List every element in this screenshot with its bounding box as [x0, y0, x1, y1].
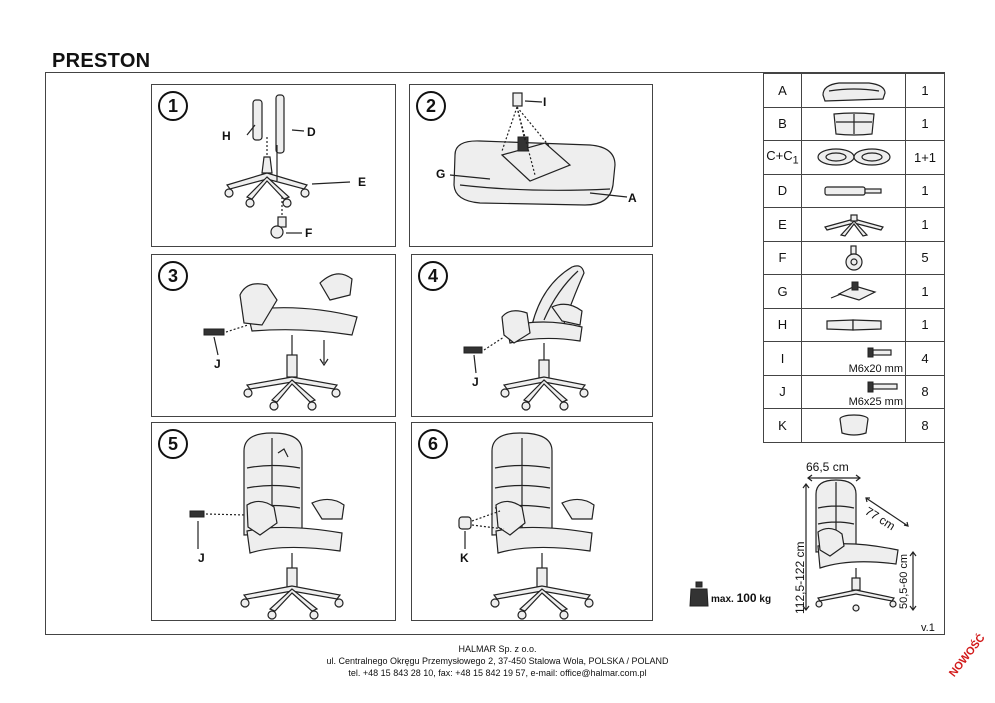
part-qty: 8	[905, 408, 945, 443]
part-qty: 1+1	[905, 140, 945, 175]
step-number: 4	[418, 261, 448, 291]
cap-icon	[801, 408, 906, 443]
step-5-illustration	[189, 432, 345, 620]
part-letter: K	[763, 408, 802, 443]
version-label: v.1	[921, 622, 935, 634]
table-row: H 1	[763, 307, 945, 342]
step-number: 5	[158, 429, 188, 459]
part-letter: H	[763, 307, 802, 342]
table-row: C+C1 1+1	[763, 140, 945, 175]
step-3-illustration	[203, 273, 358, 411]
caster-icon	[801, 240, 906, 275]
max-load-unit: kg	[759, 594, 772, 605]
step-3-panel: 3 J	[151, 254, 396, 417]
footer-address: ul. Centralnego Okręgu Przemysłowego 2, …	[326, 656, 669, 666]
part-letter: E	[763, 207, 802, 242]
cover-tube-icon	[801, 307, 906, 342]
part-qty: 8	[905, 374, 945, 409]
label-j: J	[214, 357, 221, 371]
step-6-panel: 6 K	[411, 422, 653, 621]
parts-table: A 1 B 1 C+C1 1+1 D 1 E 1 F	[763, 73, 945, 443]
part-qty: 1	[905, 73, 945, 108]
bolt-spec: M6x25 mm	[848, 396, 903, 408]
label-g: G	[436, 167, 446, 181]
max-load: max. 100 kg	[711, 591, 771, 605]
weight-icon	[689, 581, 709, 607]
part-qty: 1	[905, 173, 945, 208]
table-row: G 1	[763, 274, 945, 309]
step-number: 3	[158, 261, 188, 291]
part-letter: J	[763, 374, 802, 409]
step-number: 1	[158, 91, 188, 121]
table-row: D 1	[763, 173, 945, 208]
label-h: H	[222, 129, 231, 143]
table-row: E 1	[763, 207, 945, 242]
instruction-sheet	[45, 72, 945, 635]
part-letter: D	[763, 173, 802, 208]
label-k: K	[460, 551, 469, 565]
step-6-illustration	[458, 432, 595, 620]
part-letter: A	[763, 73, 802, 108]
bolt-icon: M6x25 mm	[801, 374, 906, 409]
step-4-illustration	[463, 265, 589, 411]
part-qty: 1	[905, 307, 945, 342]
part-letter: F	[763, 240, 802, 275]
part-qty: 5	[905, 240, 945, 275]
step-1-illustration	[224, 94, 351, 239]
part-qty: 1	[905, 207, 945, 242]
dimension-width: 66,5 cm	[806, 460, 849, 474]
armrests-icon	[801, 140, 906, 175]
step-5-panel: 5 J	[151, 422, 396, 621]
part-letter: I	[763, 341, 802, 376]
label-a: A	[628, 191, 637, 205]
max-load-value: 100	[736, 591, 757, 605]
label-e: E	[358, 175, 367, 189]
part-letter: G	[763, 274, 802, 309]
part-qty: 1	[905, 106, 945, 141]
document-title: PRESTON	[52, 50, 151, 72]
label-d: D	[307, 125, 316, 139]
part-letter: C+C1	[763, 140, 802, 175]
part-qty: 4	[905, 341, 945, 376]
max-load-prefix: max.	[711, 594, 734, 605]
bolt-icon: M6x20 mm	[801, 341, 906, 376]
step-2-illustration	[449, 92, 628, 206]
dimension-drawing	[802, 474, 917, 612]
dimension-height: 112,5-122 cm	[793, 541, 807, 615]
table-row: B 1	[763, 106, 945, 141]
step-1-panel: 1 H D E F	[151, 84, 396, 247]
table-row: J M6x25 mm 8	[763, 374, 945, 409]
bolt-spec: M6x20 mm	[848, 362, 903, 375]
step-number: 2	[416, 91, 446, 121]
star-base-icon	[801, 207, 906, 242]
footer-contact: tel. +48 15 843 28 10, fax: +48 15 842 1…	[348, 668, 647, 678]
part-qty: 1	[905, 274, 945, 309]
seat-cushion-icon	[801, 73, 906, 108]
step-number: 6	[418, 429, 448, 459]
part-letter-main: C+C	[766, 147, 793, 163]
table-row: I M6x20 mm 4	[763, 341, 945, 376]
label-i: I	[543, 95, 547, 109]
label-j: J	[472, 375, 479, 389]
step-4-panel: 4 J	[411, 254, 653, 417]
dimension-seat-height: 50,5-60 cm	[898, 553, 910, 609]
part-letter: B	[763, 106, 802, 141]
label-j: J	[198, 551, 205, 565]
part-letter-sub: 1	[792, 154, 799, 167]
step-2-panel: 2 I G A	[409, 84, 653, 247]
table-row: K 8	[763, 408, 945, 443]
gas-lift-icon	[801, 173, 906, 208]
footer-company: HALMAR Sp. z o.o.	[458, 644, 537, 654]
backrest-icon	[801, 106, 906, 141]
table-row: A 1	[763, 73, 945, 108]
label-f: F	[305, 226, 313, 240]
table-row: F 5	[763, 240, 945, 275]
mechanism-icon	[801, 274, 906, 309]
